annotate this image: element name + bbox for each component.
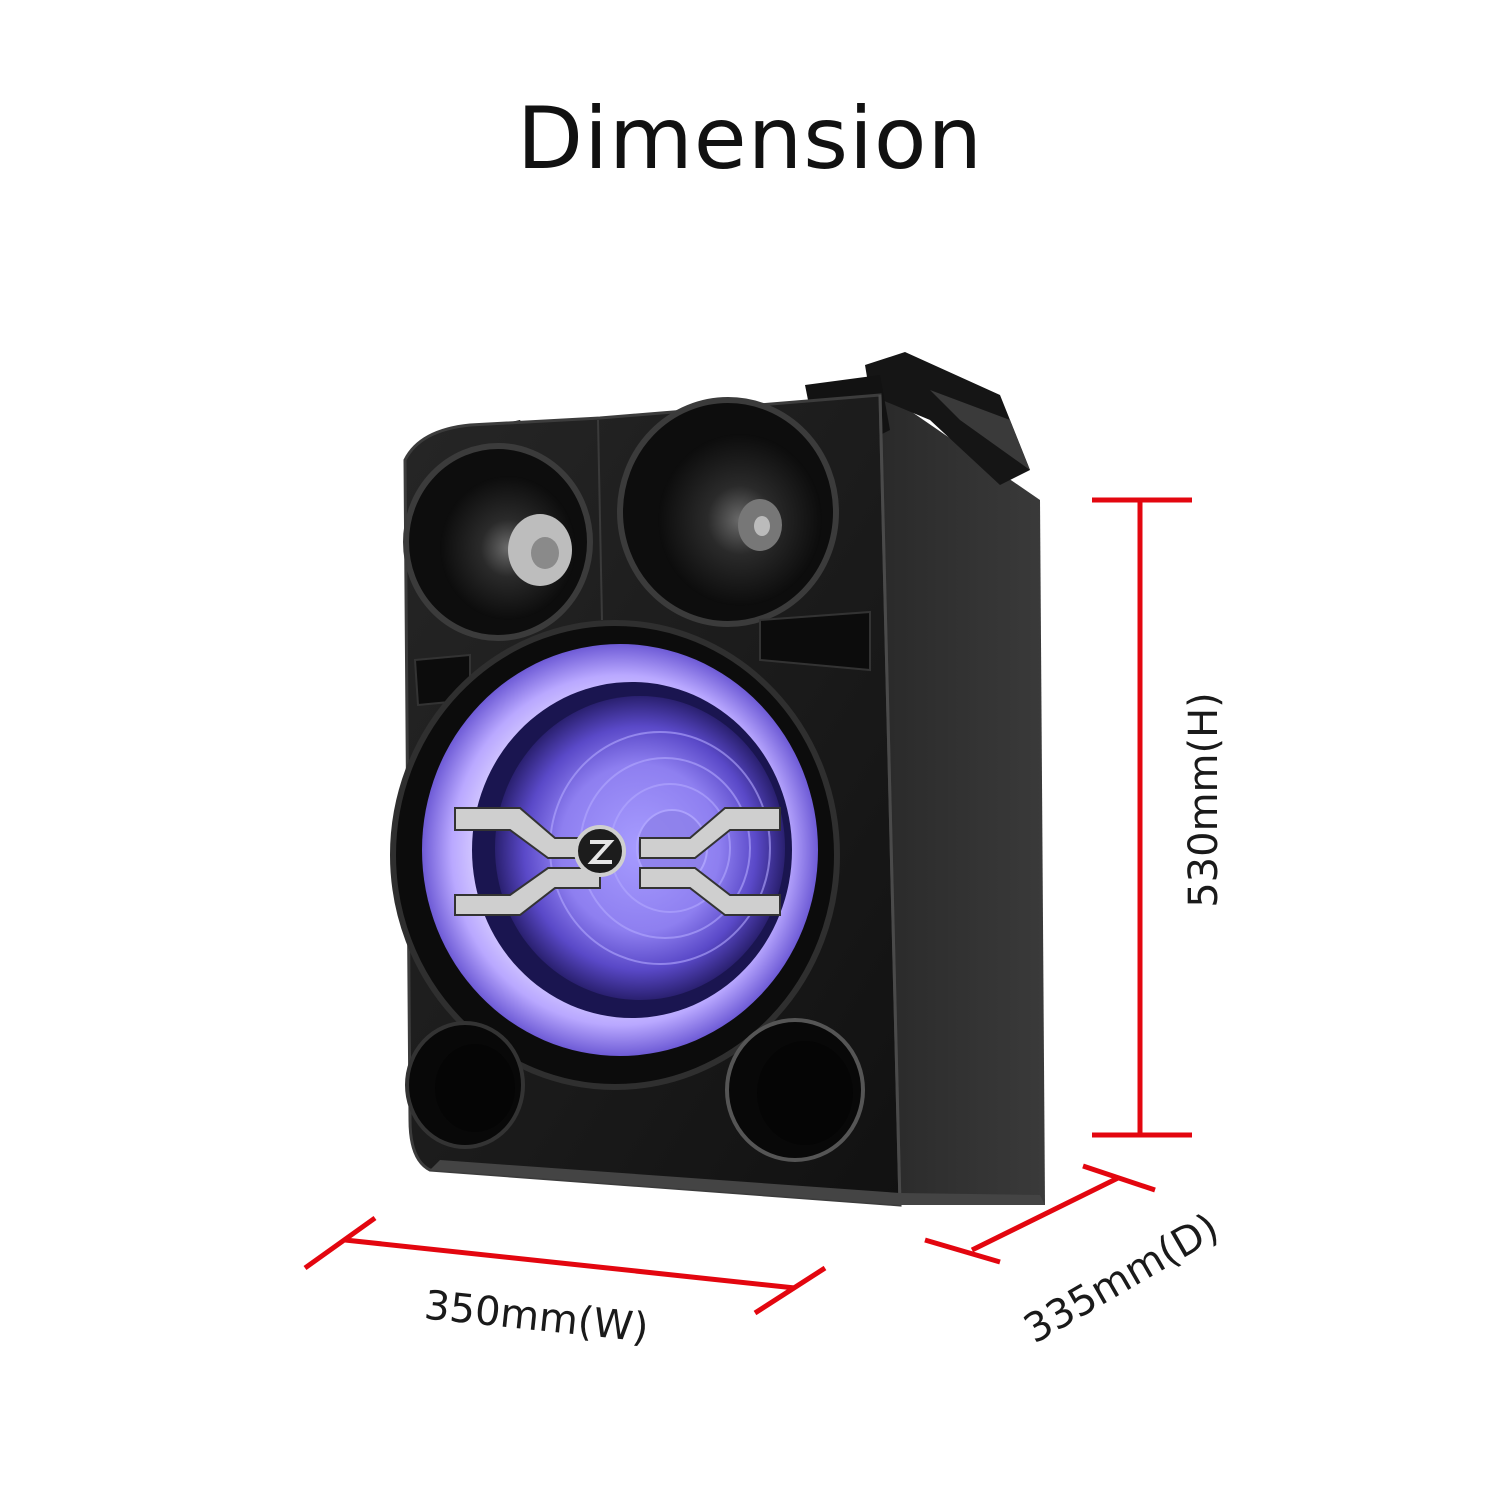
page-title: Dimension [516,89,984,189]
height-dimension-line [1092,497,1192,1138]
width-label: 350mm(W) [422,1282,651,1351]
bass-port-left [405,1021,525,1149]
tweeter-left [403,443,593,641]
bass-port-right [725,1018,865,1162]
width-dimension-line [303,1215,827,1316]
depth-dimension-line [924,1163,1156,1265]
height-label: 530mm(H) [1181,692,1227,908]
woofer [390,620,840,1090]
tweeter-right [617,397,839,627]
party-speaker-image [390,352,1045,1207]
depth-label: 335mm(D) [1016,1205,1226,1353]
